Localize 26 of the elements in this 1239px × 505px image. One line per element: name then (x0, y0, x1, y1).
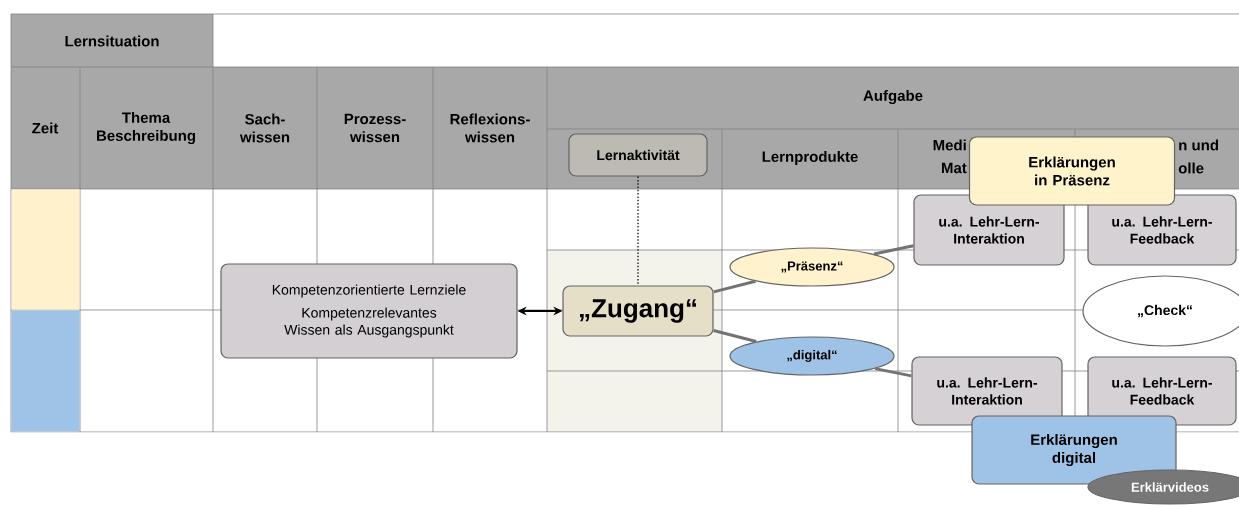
connector-line (873, 244, 914, 256)
access-box: „Zugang“ (562, 285, 714, 337)
header-label: Reflexions- wissen (450, 113, 530, 143)
interaction-box: u.a. Lehr-Lern- Interaktion (913, 194, 1065, 266)
connector-line (713, 329, 757, 343)
header-label: olle (1178, 162, 1204, 174)
node-label: „Check“ (1138, 304, 1192, 318)
goal-box: Kompetenzorientierte Lernziele Kompetenzrelevantes Wissen als Ausgangspunkt (220, 263, 518, 359)
interaction-box: u.a. Lehr-Lern- Interaktion (911, 356, 1063, 426)
header-label: Prozess- wissen (344, 113, 406, 143)
feedback-box: u.a. Lehr-Lern- Feedback (1087, 194, 1237, 266)
connector-line (874, 367, 912, 378)
header-label: Zeit (32, 122, 59, 134)
header-label: Thema Beschreibung (97, 111, 195, 144)
connector-line (637, 176, 639, 286)
header-label: Medi (933, 139, 966, 151)
connector-line (713, 279, 756, 294)
header-label: n und (1179, 139, 1218, 151)
header-label: Lernsituation (65, 35, 159, 47)
header-label: Aufgabe (863, 89, 923, 104)
activity-box: Lernaktivität (568, 133, 708, 177)
feedback-box: u.a. Lehr-Lern- Feedback (1087, 356, 1237, 426)
header-label: Sach- wissen (239, 113, 290, 143)
header-label: Lernprodukte (762, 151, 858, 165)
header-label: Mat (942, 162, 967, 174)
explanation-box: Erklärungen in Präsenz (968, 136, 1176, 206)
